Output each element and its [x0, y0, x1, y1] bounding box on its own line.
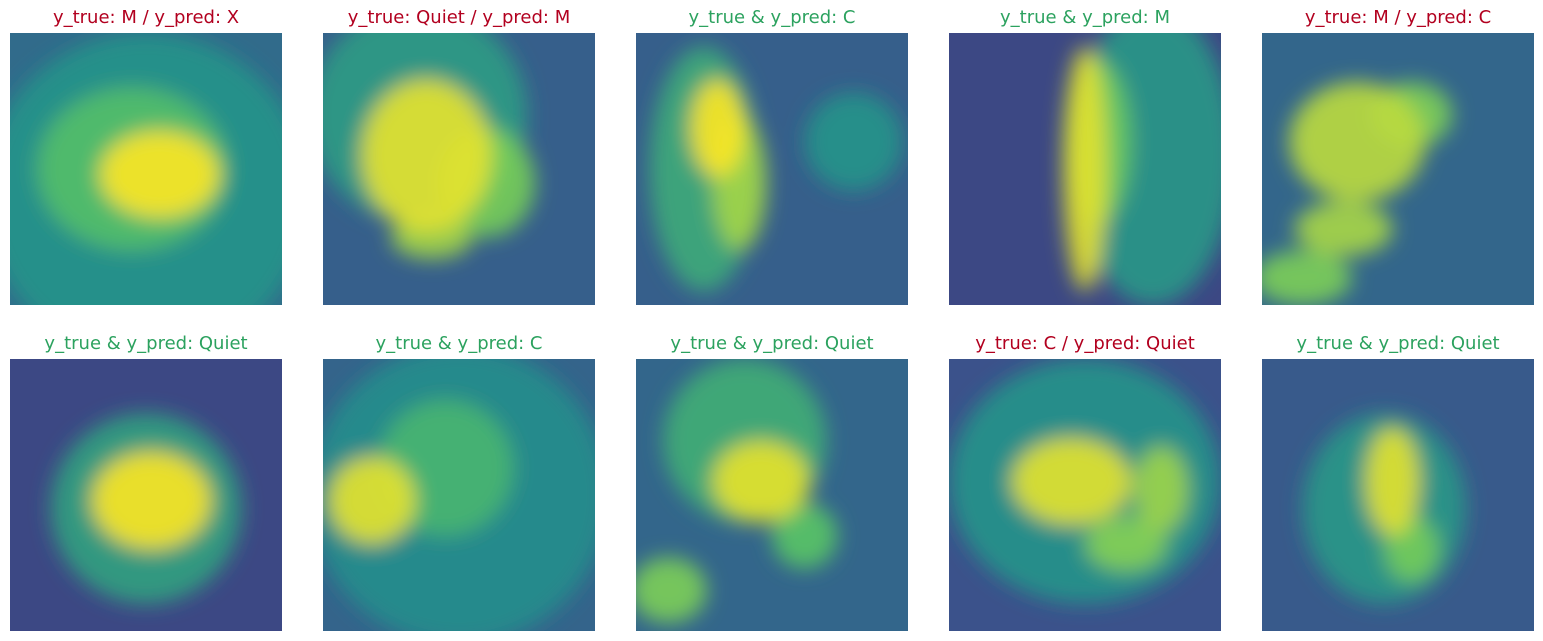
- bright-region: [1063, 46, 1107, 292]
- bright-region: [91, 451, 212, 550]
- bright-region: [804, 92, 903, 191]
- bright-region: [1011, 437, 1132, 525]
- solar-image: [10, 33, 282, 305]
- bright-region: [1133, 446, 1189, 534]
- panel-title: y_true & y_pred: Quiet: [1296, 333, 1500, 354]
- solar-image: [323, 33, 595, 305]
- solar-image: [1262, 359, 1534, 631]
- solar-image: [949, 33, 1221, 305]
- bright-region: [1365, 427, 1420, 536]
- panel-title: y_true: C / y_pred: Quiet: [975, 333, 1195, 354]
- bright-region: [1289, 81, 1426, 202]
- bright-region: [1294, 201, 1393, 257]
- solar-image: [1262, 33, 1534, 305]
- solar-image: [323, 359, 595, 631]
- bright-region: [361, 79, 492, 232]
- solar-image: [636, 359, 908, 631]
- panel-title: y_true: M / y_pred: X: [52, 7, 240, 28]
- bright-region: [772, 503, 838, 569]
- panel-title: y_true & y_pred: C: [688, 7, 856, 28]
- panel-title: y_true & y_pred: M: [1000, 7, 1170, 28]
- solar-image: [949, 359, 1221, 631]
- bright-region: [712, 440, 811, 523]
- solar-image: [636, 33, 908, 305]
- solar-image: [10, 359, 282, 631]
- panel-title: y_true & y_pred: Quiet: [670, 333, 874, 354]
- bright-region: [690, 79, 745, 178]
- bright-region: [1262, 250, 1352, 305]
- bright-region: [636, 557, 707, 623]
- panel-title: y_true & y_pred: C: [375, 333, 543, 354]
- bright-region: [1085, 516, 1167, 572]
- panel-title: y_true: M / y_pred: C: [1304, 7, 1492, 28]
- panel-title: y_true: Quiet / y_pred: M: [347, 7, 571, 28]
- bright-region: [328, 456, 416, 544]
- panel-title: y_true & y_pred: Quiet: [44, 333, 248, 354]
- bright-region: [99, 130, 220, 218]
